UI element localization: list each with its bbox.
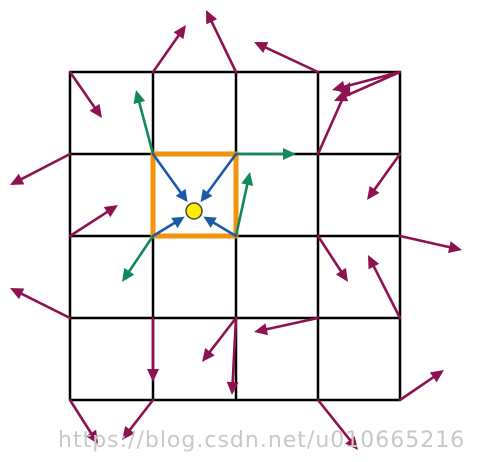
gradient-arrow bbox=[368, 255, 402, 320]
arrowhead-icon bbox=[283, 148, 296, 160]
gradient-arrow bbox=[10, 152, 72, 185]
arrowhead-icon bbox=[203, 216, 217, 228]
watermark-text: https://blog.csdn.net/u010665216 bbox=[58, 428, 465, 453]
gradient-arrow bbox=[68, 205, 118, 238]
sample-point-layer bbox=[185, 202, 203, 220]
highlighted-cell bbox=[150, 151, 239, 239]
highlighted-cell-layer bbox=[150, 151, 239, 239]
arrowhead-icon bbox=[85, 429, 98, 444]
gradient-arrow bbox=[122, 398, 155, 440]
arrowhead-icon bbox=[429, 370, 444, 383]
arrowhead-icon bbox=[200, 188, 213, 203]
gradient-arrow bbox=[316, 398, 358, 450]
gradient-arrow bbox=[68, 70, 102, 118]
gradient-arrow bbox=[147, 316, 159, 382]
gradient-arrow bbox=[316, 234, 348, 282]
arrowhead-icon bbox=[122, 426, 135, 440]
corner-gradient-arrow bbox=[234, 148, 296, 160]
gradient-arrow bbox=[316, 82, 351, 156]
offset-vector-arrow bbox=[203, 216, 238, 238]
corner-gradient-arrow bbox=[122, 234, 155, 282]
offset-vector-arrow bbox=[200, 152, 238, 203]
arrowhead-icon bbox=[254, 42, 269, 53]
gradient-arrow bbox=[202, 316, 238, 362]
arrowhead-icon bbox=[339, 82, 351, 97]
corner-gradient-arrow bbox=[234, 172, 254, 238]
gradient-arrow bbox=[151, 25, 186, 74]
gradient-arrow bbox=[398, 234, 462, 253]
offset-vector-arrow bbox=[151, 216, 185, 238]
offset-vector-arrow bbox=[151, 152, 188, 203]
gradient-arrow bbox=[254, 42, 320, 74]
corner-gradient-arrow bbox=[133, 90, 155, 156]
arrowhead-icon bbox=[447, 241, 462, 253]
offset-vectors-layer bbox=[151, 152, 238, 238]
arrowhead-icon bbox=[206, 10, 218, 25]
gradient-arrow bbox=[254, 316, 320, 336]
yellow-dot-icon bbox=[185, 202, 203, 220]
arrowhead-icon bbox=[133, 90, 146, 105]
arrowhead-icon bbox=[241, 172, 254, 186]
arrowhead-icon bbox=[89, 103, 102, 118]
arrowhead-icon bbox=[122, 267, 135, 282]
gradient-arrows-layer bbox=[10, 10, 462, 450]
arrowhead-icon bbox=[368, 255, 380, 270]
arrowhead-icon bbox=[254, 323, 268, 336]
arrowhead-icon bbox=[175, 188, 188, 203]
gradient-arrow bbox=[398, 370, 444, 402]
gradient-arrow bbox=[367, 152, 402, 200]
gradient-arrow bbox=[68, 398, 98, 444]
arrowhead-icon bbox=[334, 90, 349, 102]
gradient-arrow bbox=[206, 10, 238, 74]
gradient-arrow bbox=[334, 70, 402, 102]
arrowhead-icon bbox=[367, 185, 380, 200]
arrowhead-icon bbox=[226, 381, 239, 395]
arrowhead-icon bbox=[345, 436, 358, 450]
arrowhead-icon bbox=[147, 369, 159, 382]
arrowhead-icon bbox=[10, 173, 25, 185]
gradient-arrow bbox=[226, 316, 239, 395]
arrowhead-icon bbox=[103, 205, 118, 218]
arrowhead-icon bbox=[10, 288, 25, 300]
arrowhead-icon bbox=[335, 267, 348, 282]
corner-gradient-arrows-layer bbox=[122, 90, 296, 282]
arrowhead-icon bbox=[173, 25, 186, 40]
arrowhead-icon bbox=[202, 348, 215, 362]
gradient-arrow bbox=[10, 288, 72, 320]
arrowhead-icon bbox=[171, 216, 185, 229]
